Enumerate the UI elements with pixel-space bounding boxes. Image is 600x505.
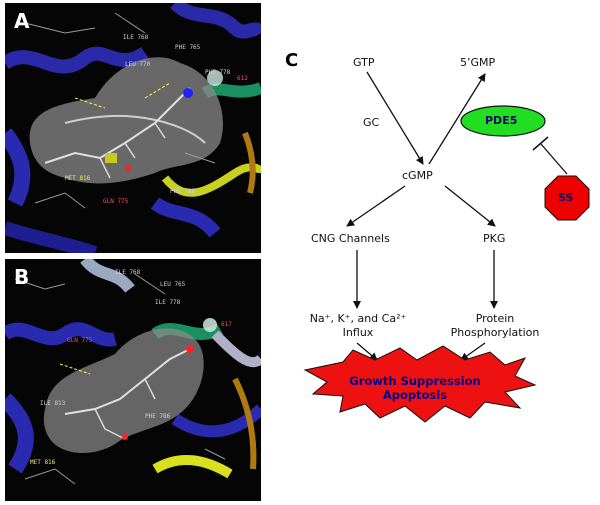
arrow-protein-to-burst	[460, 342, 486, 361]
pde5-ellipse	[460, 105, 546, 137]
residue-label: ILE 768	[115, 269, 141, 276]
arrow-gtp-to-cgmp	[366, 71, 424, 165]
arrow-cgmp-to-5gmp	[428, 73, 486, 165]
node-cgmp: cGMP	[402, 169, 433, 182]
influx-line-1: Na⁺, K⁺, and Ca²⁺	[309, 312, 407, 325]
cgmp-pathway-diagram: GTP 5’GMP GC PDE5 cGMP SS CNG Channels P…	[265, 40, 600, 460]
protein-line-2: Phosphorylation	[450, 326, 540, 339]
node-pkg: PKG	[483, 232, 506, 245]
residue-label: GLN 775	[67, 337, 93, 344]
node-pde5: PDE5	[485, 114, 518, 127]
residue-label: PHE 765	[175, 44, 201, 51]
inhibition-bar	[532, 136, 549, 151]
residue-label: PHE 778	[205, 69, 231, 76]
pathway-arrows	[303, 71, 590, 423]
arrow-influx-to-burst	[356, 342, 378, 361]
arrow-cgmp-to-pkg	[444, 185, 496, 227]
residue-label: PHE 786	[145, 413, 171, 420]
node-cng-channels: CNG Channels	[311, 232, 390, 245]
influx-line-2: Influx	[342, 326, 374, 339]
residue-label: ILE 768	[123, 34, 149, 41]
residue-label: ILE 813	[40, 400, 66, 407]
node-ss: SS	[558, 191, 574, 204]
node-gc: GC	[363, 116, 380, 129]
residue-label: PHE 786	[170, 188, 196, 195]
docking-image-a: A ILE 768 PHE 765 LEU 770 612 PHE 778 ME…	[5, 3, 261, 253]
protein-line-1: Protein	[475, 312, 515, 325]
growth-line-2: Apoptosis	[382, 388, 448, 402]
growth-burst	[303, 345, 537, 423]
docking-render-a	[5, 3, 261, 253]
residue-label: MET 816	[30, 459, 56, 466]
panel-c-letter: C	[285, 50, 299, 71]
growth-line-1: Growth Suppression	[349, 374, 481, 388]
node-ion-influx: Na⁺, K⁺, and Ca²⁺ Influx	[293, 312, 423, 340]
docking-image-b: B ILE 768 LEU 765 ILE 778 GLN 775 PHE 78…	[5, 259, 261, 501]
arrow-cgmp-to-cng	[346, 185, 406, 227]
panel-b-letter: B	[14, 265, 30, 289]
panel-a-letter: A	[14, 9, 30, 33]
ss-octagon	[544, 175, 590, 221]
residue-label: 617	[221, 321, 232, 328]
docking-render-b	[5, 259, 261, 501]
node-growth-suppression: Growth Suppression Apoptosis	[330, 374, 500, 402]
residue-label: GLN 775	[103, 198, 129, 205]
node-5gmp: 5’GMP	[460, 56, 496, 69]
inhibition-ss-to-pde5	[540, 143, 568, 175]
node-protein-phosphorylation: Protein Phosphorylation	[440, 312, 550, 340]
residue-label: 612	[237, 75, 248, 82]
residue-label: MET 816	[65, 175, 91, 182]
residue-label: LEU 765	[160, 281, 186, 288]
residue-label: ILE 778	[155, 299, 181, 306]
residue-label: LEU 770	[125, 61, 151, 68]
node-gtp: GTP	[353, 56, 375, 69]
